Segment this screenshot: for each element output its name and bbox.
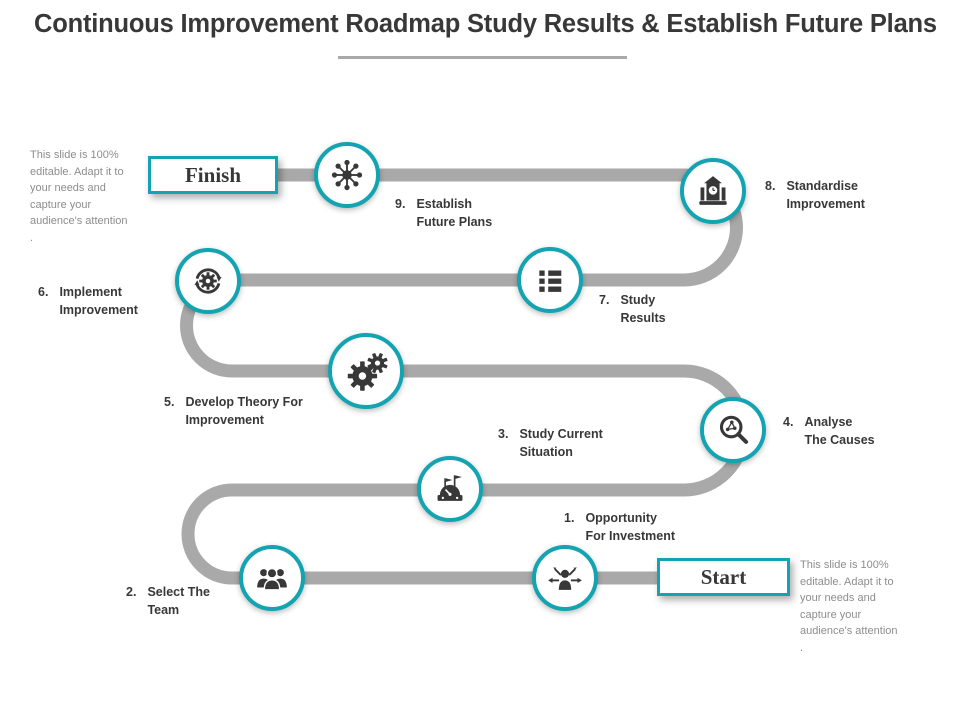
step-text-line2: Future Plans xyxy=(416,214,493,229)
step-9-marker xyxy=(314,142,380,208)
editable-note-right: This slide is 100% editable. Adapt it to… xyxy=(800,559,898,654)
step-number: 4. xyxy=(783,415,794,429)
list-icon xyxy=(539,270,562,292)
step-text-line2: Improvement xyxy=(59,302,138,317)
step-number: 1. xyxy=(564,511,575,525)
step-number: 6. xyxy=(38,285,49,299)
step-number: 9. xyxy=(395,197,406,211)
title-divider xyxy=(338,56,627,59)
step-text-line1: Implement xyxy=(59,285,122,299)
magnifier-analysis-icon xyxy=(719,415,749,444)
step-4-marker xyxy=(700,397,766,463)
start-label: Start xyxy=(700,564,747,589)
step-text-line2: Improvement xyxy=(185,412,264,427)
person-arrows-icon xyxy=(548,567,582,590)
step-text-line1: Study Current xyxy=(519,427,603,441)
editable-note-left: This slide is 100% editable. Adapt it to… xyxy=(30,149,128,244)
start-box: Start xyxy=(657,558,790,596)
step-text-line2: The Causes xyxy=(804,432,875,447)
clock-tower-icon xyxy=(699,176,727,205)
page-title: Continuous Improvement Roadmap Study Res… xyxy=(34,10,937,38)
step-text-line1: Develop Theory For xyxy=(185,395,303,409)
step-number: 2. xyxy=(126,585,137,599)
process-cycle-icon xyxy=(194,268,222,294)
gauge-icon xyxy=(437,475,463,501)
step-text-line1: Analyse xyxy=(804,415,853,429)
road-path xyxy=(180,168,750,585)
step-text-line1: Standardise xyxy=(786,179,858,193)
step-text-line1: Select The xyxy=(147,585,210,599)
step-6-marker xyxy=(175,248,241,314)
step-7-marker xyxy=(517,247,583,313)
finish-box: Finish xyxy=(148,156,278,194)
gears-icon xyxy=(347,353,388,391)
step-3-marker xyxy=(417,456,483,522)
step-8-marker xyxy=(680,158,746,224)
step-text-line2: Results xyxy=(620,310,666,325)
step-5-marker xyxy=(328,333,404,409)
network-icon xyxy=(331,159,363,191)
step-2-marker xyxy=(239,545,305,611)
step-text-line2: For Investment xyxy=(585,528,676,543)
step-text-line2: Improvement xyxy=(786,196,865,211)
step-text-line1: Establish xyxy=(416,197,473,211)
step-text-line2: Team xyxy=(147,602,180,617)
step-number: 3. xyxy=(498,427,509,441)
finish-label: Finish xyxy=(184,162,242,187)
step-number: 7. xyxy=(599,293,610,307)
step-text-line2: Situation xyxy=(519,444,573,459)
step-1-marker xyxy=(532,545,598,611)
step-text-line1: Opportunity xyxy=(585,511,657,525)
step-number: 8. xyxy=(765,179,776,193)
step-text-line1: Study xyxy=(620,293,656,307)
team-icon xyxy=(257,567,287,591)
step-number: 5. xyxy=(164,395,175,409)
